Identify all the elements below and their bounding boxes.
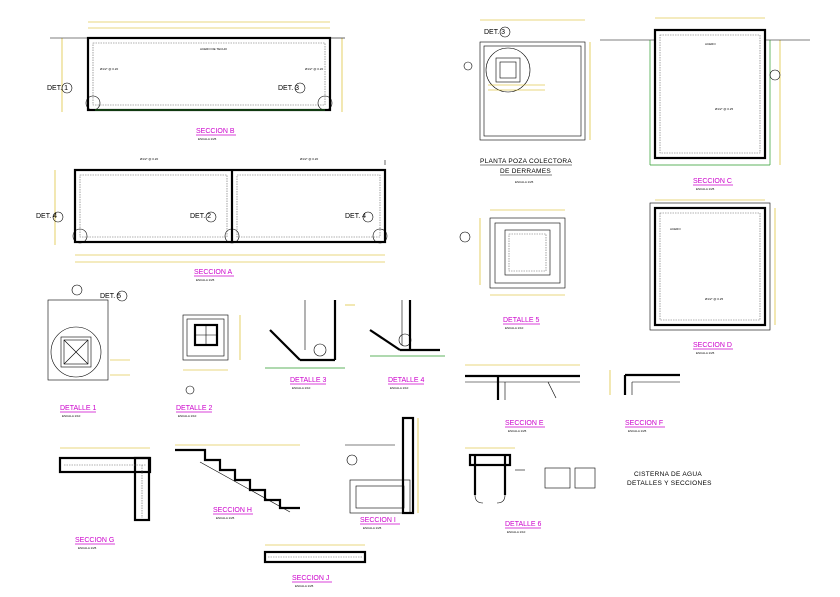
seccion-j-drawing: [263, 544, 367, 564]
view-title-seccion-e: SECCION E ESCALA 1/25: [505, 420, 545, 433]
detalle-1-drawing: [47, 284, 130, 381]
svg-text:ESCALA 1/10: ESCALA 1/10: [178, 414, 197, 418]
svg-text:SECCION G: SECCION G: [75, 537, 114, 544]
svg-text:ESCALA 1/25: ESCALA 1/25: [515, 180, 534, 184]
svg-text:Ø1/2" @ 0.20: Ø1/2" @ 0.20: [100, 67, 118, 71]
svg-text:Ø1/2" @ 0.20: Ø1/2" @ 0.20: [140, 157, 158, 161]
svg-text:DET. 3: DET. 3: [278, 85, 299, 92]
svg-text:ACERO DE TECHO: ACERO DE TECHO: [200, 47, 228, 51]
seccion-c-drawing: ACERO Ø1/2" @ 0.25: [600, 17, 810, 166]
svg-text:ESCALA 1/25: ESCALA 1/25: [363, 526, 382, 530]
svg-text:ESCALA 1/10: ESCALA 1/10: [292, 386, 311, 390]
seccion-i-drawing: [345, 416, 419, 515]
svg-text:PLANTA POZA COLECTORA: PLANTA POZA COLECTORA: [480, 158, 572, 165]
svg-text:ESCALA 1/10: ESCALA 1/10: [390, 386, 409, 390]
svg-text:ESCALA 1/25: ESCALA 1/25: [628, 429, 647, 433]
view-title-seccion-h: SECCION H ESCALA 1/25: [213, 507, 253, 520]
view-title-seccion-g: SECCION G ESCALA 1/25: [75, 537, 115, 550]
det-callout-7: DET. 5: [100, 290, 128, 302]
svg-text:DET. 4: DET. 4: [345, 213, 366, 220]
svg-text:DET. 4: DET. 4: [36, 213, 57, 220]
svg-text:DETALLE 6: DETALLE 6: [505, 521, 542, 528]
view-title-detalle-4: DETALLE 4 ESCALA 1/10: [388, 377, 425, 390]
view-title-seccion-c: SECCION C ESCALA 1/25: [693, 178, 733, 191]
det-callout-3: DET. 4: [36, 211, 64, 223]
detalle-6-drawing: [465, 447, 596, 504]
svg-text:ESCALA 1/25: ESCALA 1/25: [508, 429, 527, 433]
svg-text:DETALLES Y SECCIONES: DETALLES Y SECCIONES: [627, 480, 712, 487]
det-callout-6: DET. 3: [484, 26, 511, 38]
svg-text:DETALLE 5: DETALLE 5: [503, 317, 540, 324]
det-callout-5: DET. 4: [345, 211, 374, 223]
sheet-title: CISTERNA DE AGUA DETALLES Y SECCIONES: [627, 471, 712, 487]
svg-text:ACERO: ACERO: [705, 42, 716, 46]
detalle-5-drawing: [459, 209, 566, 296]
view-title-seccion-f: SECCION F ESCALA 1/25: [625, 420, 665, 433]
svg-text:DETALLE 3: DETALLE 3: [290, 377, 327, 384]
svg-text:DETALLE 2: DETALLE 2: [176, 405, 213, 412]
svg-text:CISTERNA DE AGUA: CISTERNA DE AGUA: [634, 471, 702, 478]
view-title-detalle-5: DETALLE 5 ESCALA 1/10: [503, 317, 540, 330]
seccion-a-drawing: Ø1/2" @ 0.20 Ø1/2" @ 0.20: [54, 157, 388, 263]
det-callout-4: DET. 2: [190, 211, 217, 223]
svg-text:ESCALA 1/25: ESCALA 1/25: [196, 278, 215, 282]
svg-text:ESCALA 1/25: ESCALA 1/25: [216, 516, 235, 520]
view-title-seccion-a: SECCION A ESCALA 1/25: [194, 269, 234, 282]
view-title-seccion-d: SECCION D ESCALA 1/25: [693, 342, 733, 355]
svg-text:Ø1/2" @ 0.20: Ø1/2" @ 0.20: [300, 157, 318, 161]
svg-text:ESCALA 1/25: ESCALA 1/25: [198, 137, 217, 141]
poza-colectora-plan: [463, 19, 591, 141]
detalle-3-drawing: [265, 300, 355, 369]
view-title-detalle-3: DETALLE 3 ESCALA 1/10: [290, 377, 327, 390]
poza-title: PLANTA POZA COLECTORA DE DERRAMES ESCALA…: [480, 158, 572, 184]
svg-text:Ø1/2" @ 0.25: Ø1/2" @ 0.25: [705, 297, 723, 301]
view-title-seccion-j: SECCION J ESCALA 1/25: [292, 575, 332, 588]
detalle-2-drawing: [182, 314, 241, 395]
svg-text:ESCALA 1/10: ESCALA 1/10: [505, 326, 524, 330]
svg-text:DET. 1: DET. 1: [47, 85, 68, 92]
svg-text:SECCION F: SECCION F: [625, 420, 663, 427]
seccion-g-drawing: [58, 447, 152, 522]
view-title-seccion-i: SECCION I ESCALA 1/25: [360, 517, 400, 530]
seccion-f-drawing: [609, 370, 680, 395]
seccion-e-drawing: [465, 364, 580, 400]
svg-text:Ø1/2" @ 0.20: Ø1/2" @ 0.20: [305, 67, 323, 71]
svg-text:ESCALA 1/25: ESCALA 1/25: [696, 187, 715, 191]
svg-text:SECCION J: SECCION J: [292, 575, 329, 582]
svg-text:SECCION B: SECCION B: [196, 128, 235, 135]
seccion-d-drawing: ACERO Ø1/2" @ 0.25: [649, 199, 776, 331]
svg-text:SECCION C: SECCION C: [693, 178, 732, 185]
seccion-b-drawing: ACERO DE TECHO Ø1/2" @ 0.20 Ø1/2" @ 0.20: [50, 21, 345, 112]
svg-text:ESCALA 1/10: ESCALA 1/10: [62, 414, 81, 418]
detalle-4-drawing: [369, 300, 445, 357]
det-callout-2: DET. 3: [278, 82, 306, 94]
view-title-detalle-2: DETALLE 2 ESCALA 1/10: [176, 405, 213, 418]
view-title-detalle-1: DETALLE 1 ESCALA 1/10: [60, 405, 97, 418]
svg-text:SECCION H: SECCION H: [213, 507, 252, 514]
svg-text:ESCALA 1/10: ESCALA 1/10: [507, 530, 526, 534]
svg-text:DETALLE 1: DETALLE 1: [60, 405, 97, 412]
svg-text:SECCION I: SECCION I: [360, 517, 396, 524]
svg-text:SECCION D: SECCION D: [693, 342, 732, 349]
seccion-h-drawing: [175, 444, 300, 513]
svg-text:DETALLE 4: DETALLE 4: [388, 377, 425, 384]
svg-text:DE DERRAMES: DE DERRAMES: [500, 168, 551, 175]
svg-text:ESCALA 1/25: ESCALA 1/25: [696, 351, 715, 355]
svg-text:ESCALA 1/25: ESCALA 1/25: [78, 546, 97, 550]
view-title-seccion-b: SECCION B ESCALA 1/25: [196, 128, 236, 141]
svg-text:SECCION A: SECCION A: [194, 269, 232, 276]
det-callout-1: DET. 1: [47, 82, 73, 94]
svg-text:ACERO: ACERO: [670, 227, 681, 231]
svg-text:DET. 5: DET. 5: [100, 293, 121, 300]
svg-text:ESCALA 1/25: ESCALA 1/25: [295, 584, 314, 588]
svg-text:DET. 3: DET. 3: [484, 29, 505, 36]
view-title-detalle-6: DETALLE 6 ESCALA 1/10: [505, 521, 542, 534]
svg-text:SECCION E: SECCION E: [505, 420, 544, 427]
svg-text:Ø1/2" @ 0.25: Ø1/2" @ 0.25: [715, 107, 733, 111]
svg-text:DET. 2: DET. 2: [190, 213, 211, 220]
